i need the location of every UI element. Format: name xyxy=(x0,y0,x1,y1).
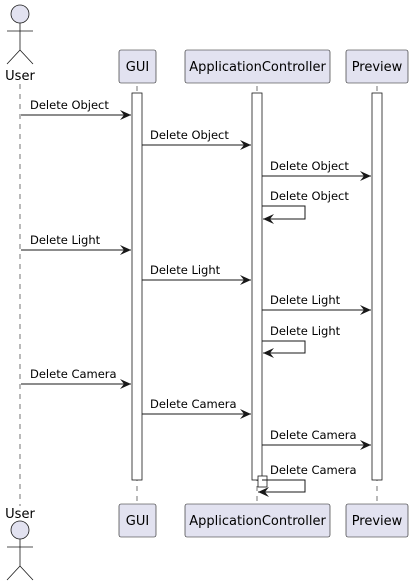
participant-application-controller-top: ApplicationController xyxy=(184,49,331,84)
message-gui-to-application-controller: Delete Camera xyxy=(142,397,251,419)
participant-label-user-bottom: User xyxy=(5,507,35,522)
participant-gui-top: GUI xyxy=(118,49,157,84)
message-label: Delete Camera xyxy=(150,397,237,411)
message-gui-to-application-controller: Delete Object xyxy=(142,128,251,150)
message-label: Delete Object xyxy=(270,189,349,203)
message-user-to-gui: Delete Light xyxy=(21,233,131,255)
message-label: Delete Light xyxy=(270,293,341,307)
participant-label-gui-bottom: GUI xyxy=(126,514,149,529)
message-label: Delete Object xyxy=(270,159,349,173)
message-label: Delete Camera xyxy=(270,428,357,442)
message-application-controller-self: Delete Camera xyxy=(258,463,357,497)
message-label: Delete Light xyxy=(30,233,101,247)
actor-head-icon xyxy=(10,4,30,24)
participant-label-gui-top: GUI xyxy=(126,60,149,75)
message-application-controller-to-preview: Delete Object xyxy=(262,159,371,181)
activation-gui xyxy=(131,92,143,481)
activation-application-controller xyxy=(251,92,263,481)
actor-user-top: User xyxy=(5,4,35,84)
message-label: Delete Camera xyxy=(30,367,117,381)
participant-preview-bottom: Preview xyxy=(345,503,409,538)
message-application-controller-self: Delete Light xyxy=(262,324,341,358)
message-label: Delete Light xyxy=(270,324,341,338)
participant-label-application-controller-bottom: ApplicationController xyxy=(189,514,326,529)
participant-label-application-controller-top: ApplicationController xyxy=(189,60,326,75)
activation-preview xyxy=(371,92,383,481)
participant-label-user-top: User xyxy=(5,69,35,84)
message-application-controller-self: Delete Object xyxy=(262,189,349,224)
message-label: Delete Camera xyxy=(270,463,357,477)
message-gui-to-application-controller: Delete Light xyxy=(142,263,251,285)
message-label: Delete Object xyxy=(150,128,229,142)
activation-application-controller-nested xyxy=(257,475,268,488)
actor-head-icon xyxy=(10,520,30,540)
message-application-controller-to-preview: Delete Light xyxy=(262,293,371,315)
message-application-controller-to-preview: Delete Camera xyxy=(262,428,371,450)
message-label: Delete Light xyxy=(150,263,221,277)
participant-label-preview-top: Preview xyxy=(352,60,403,75)
message-user-to-gui: Delete Camera xyxy=(21,367,131,389)
participant-label-preview-bottom: Preview xyxy=(352,514,403,529)
participant-preview-top: Preview xyxy=(345,49,409,84)
actor-user-bottom: User xyxy=(5,507,35,581)
participant-application-controller-bottom: ApplicationController xyxy=(184,503,331,538)
participant-gui-bottom: GUI xyxy=(118,503,157,538)
message-user-to-gui: Delete Object xyxy=(21,98,131,120)
message-label: Delete Object xyxy=(30,98,109,112)
